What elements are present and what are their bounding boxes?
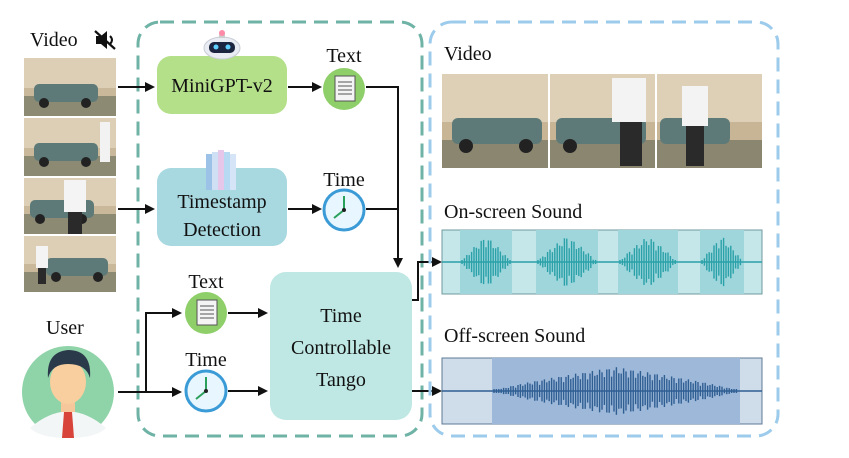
timestamp-label-line2: Detection	[183, 219, 261, 241]
input-frame-1	[24, 58, 116, 116]
user-label: User	[46, 317, 84, 339]
input-video-frames	[24, 58, 116, 292]
book-stack-icon	[206, 150, 236, 190]
clock-icon	[184, 369, 228, 413]
input-frame-4	[24, 236, 116, 292]
timestamp-label-line1: Timestamp	[177, 191, 266, 213]
document-icon	[185, 292, 227, 334]
tango-label-line3: Tango	[316, 369, 366, 391]
clock-icon	[322, 188, 366, 232]
onscreen-sound-label: On-screen Sound	[444, 201, 582, 223]
text-tag-label-user: Text	[188, 271, 224, 293]
muted-speaker-icon	[94, 30, 116, 50]
video-output-label: Video	[444, 43, 492, 65]
processing-panel	[136, 20, 424, 438]
time-tag-label-user: Time	[185, 349, 227, 371]
tango-label-line2: Controllable	[291, 337, 391, 359]
document-icon	[323, 68, 365, 110]
offscreen-sound-label: Off-screen Sound	[444, 325, 585, 347]
output-panel	[428, 20, 780, 438]
input-frame-2	[24, 118, 116, 176]
output-video-strip	[442, 74, 762, 168]
user-avatar-icon	[22, 346, 114, 438]
onscreen-waveform	[441, 229, 763, 295]
minigpt-label: MiniGPT-v2	[171, 75, 273, 97]
offscreen-waveform	[441, 357, 763, 425]
minigpt-box	[157, 56, 287, 114]
tango-box	[270, 272, 412, 420]
timestamp-detection-box	[157, 168, 287, 246]
video-input-label: Video	[30, 29, 78, 51]
text-tag-label-top: Text	[326, 45, 362, 67]
robot-icon	[203, 30, 241, 60]
time-tag-label-top: Time	[323, 169, 365, 191]
tango-label-line1: Time	[320, 305, 362, 327]
input-frame-3	[24, 178, 116, 234]
